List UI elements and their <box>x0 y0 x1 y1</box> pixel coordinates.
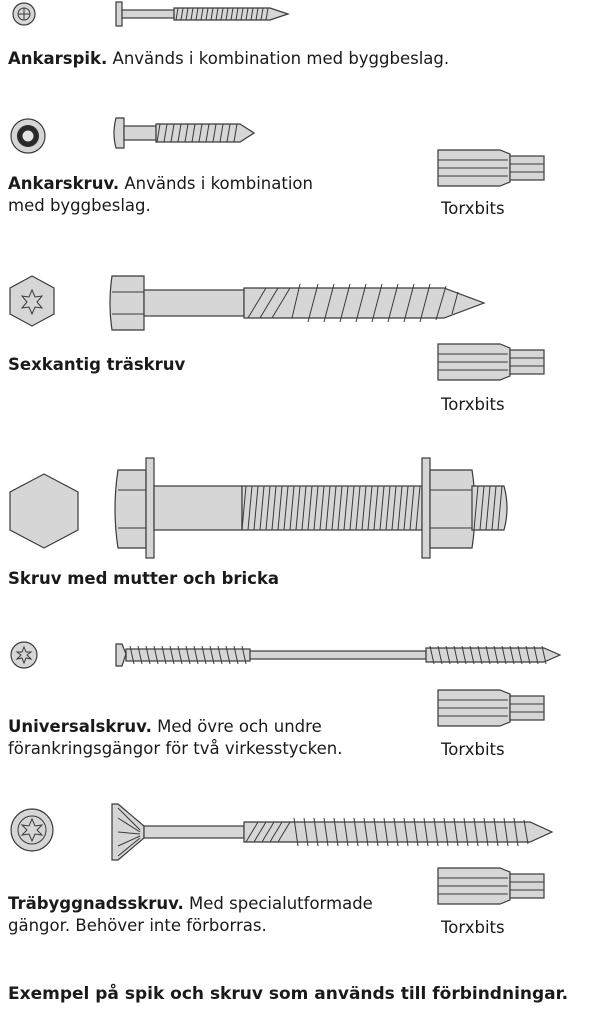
figure-caption: Exempel på spik och skruv som används ti… <box>8 984 569 1004</box>
torx-bit-icon <box>437 149 545 187</box>
anchor-screw-head-icon <box>10 118 46 154</box>
item-5-text: Universalskruv. Med övre och undre föran… <box>8 716 342 760</box>
torx-bit-icon-4 <box>437 867 545 905</box>
item-2-desc: Används i kombination <box>119 174 313 193</box>
anchor-nail-head-icon <box>12 2 36 26</box>
item-1-text: Ankarspik. Används i kombination med byg… <box>8 48 449 70</box>
item-6-desc2: gängor. Behöver inte förborras. <box>8 916 267 935</box>
universal-screw-head-icon <box>10 641 38 669</box>
timber-screw-head-icon <box>10 808 54 852</box>
item-1-desc: Används i kombination med byggbeslag. <box>107 49 450 68</box>
item-6-name: Träbyggnadsskruv. <box>8 894 184 913</box>
hex-wood-screw-icon <box>109 275 486 331</box>
item-2-desc2: med byggbeslag. <box>8 196 151 215</box>
item-4-text: Skruv med mutter och bricka <box>8 568 279 590</box>
hex-screw-head-icon <box>9 275 55 327</box>
item-4-name: Skruv med mutter och bricka <box>8 569 280 588</box>
item-3-bits-label: Torxbits <box>441 395 505 414</box>
item-5-bits-label: Torxbits <box>441 740 505 759</box>
universal-screw-icon <box>115 643 562 667</box>
torx-bit-icon-3 <box>437 689 545 727</box>
torx-bit-icon-2 <box>437 343 545 381</box>
timber-construction-screw-icon <box>111 803 554 861</box>
item-5-desc2: förankringsgängor för två virkesstycken. <box>8 739 343 758</box>
item-5-name: Universalskruv. <box>8 717 152 736</box>
item-6-text: Träbyggnadsskruv. Med specialutformade g… <box>8 893 373 937</box>
anchor-nail-icon <box>115 1 290 27</box>
item-5-desc: Med övre och undre <box>151 717 322 736</box>
anchor-screw-icon <box>113 117 256 149</box>
item-2-name: Ankarskruv. <box>8 174 120 193</box>
item-6-bits-label: Torxbits <box>441 918 505 937</box>
item-2-text: Ankarskruv. Används i kombination med by… <box>8 173 313 217</box>
item-1-name: Ankarspik. <box>8 49 108 68</box>
item-3-text: Sexkantig träskruv <box>8 354 185 376</box>
hex-bolt-head-icon <box>9 473 79 549</box>
item-3-name: Sexkantig träskruv <box>8 355 186 374</box>
bolt-nut-washer-icon <box>114 457 508 559</box>
item-2-bits-label: Torxbits <box>441 199 505 218</box>
item-6-desc: Med specialutformade <box>183 894 373 913</box>
